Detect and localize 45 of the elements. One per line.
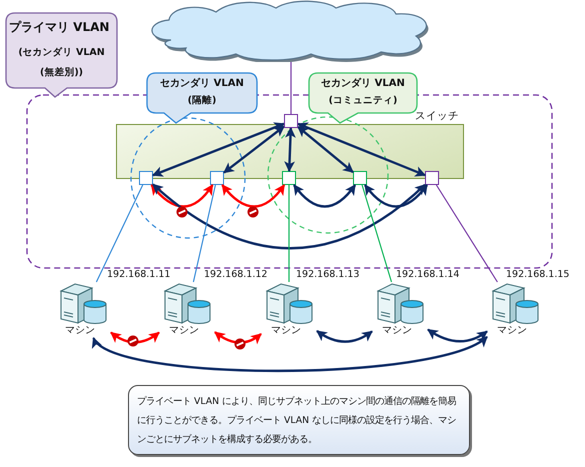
machine-label: マシン [381, 324, 413, 337]
callout-subtext: (セカンダリ VLAN (無差別)) [17, 46, 106, 80]
machine-label: マシン [270, 324, 302, 337]
machine-label: マシン [496, 324, 528, 337]
callout-subtext: (隔離) [188, 94, 216, 108]
arrow [152, 183, 426, 250]
callout-heading: セカンダリ VLAN [321, 76, 405, 90]
callout-heading: セカンダリ VLAN [160, 76, 244, 90]
callout-subtext: (コミュニティ) [328, 94, 398, 108]
connector-line [96, 184, 144, 282]
ip-address-label: 192.168.1.11 [107, 269, 170, 280]
switch-label: スイッチ [415, 109, 459, 123]
connector-line [192, 184, 216, 282]
port-square [284, 114, 298, 128]
arrow [297, 122, 426, 177]
arrow [152, 122, 285, 177]
connector-line [436, 184, 498, 282]
ip-address-label: 192.168.1.14 [396, 269, 460, 280]
port-square [210, 171, 224, 185]
machine-label: マシン [64, 324, 96, 337]
arrow [297, 126, 354, 174]
arrow [150, 184, 214, 208]
port-square [353, 171, 367, 185]
connector-line [362, 184, 392, 282]
ip-address-label: 192.168.1.13 [296, 269, 360, 280]
ip-address-label: 192.168.1.15 [506, 269, 570, 280]
arrow [284, 126, 296, 172]
note-box: プライベート VLAN により、同じサブネット上のマシン間の通信の隔離を簡易に行うことができる。プライベート VLAN なしに同様の設定を行う場合、マシンごとにサブネットを構成する必要がある。 [128, 385, 470, 455]
ip-address-label: 192.168.1.12 [204, 269, 268, 280]
arrow [316, 330, 373, 343]
port-square [425, 171, 439, 185]
machine-label: マシン [168, 324, 200, 337]
arrow [427, 328, 488, 342]
arrow [223, 125, 285, 174]
arrow [92, 336, 488, 372]
arrow [293, 184, 356, 208]
arrow [364, 184, 428, 208]
port-square [282, 171, 296, 185]
connector-line [288, 185, 290, 282]
arrow [221, 184, 286, 208]
connector-line [290, 62, 292, 114]
callout-heading: プライマリ VLAN [9, 19, 110, 36]
arrow [110, 332, 160, 344]
arrow [214, 331, 262, 344]
port-square [139, 171, 153, 185]
